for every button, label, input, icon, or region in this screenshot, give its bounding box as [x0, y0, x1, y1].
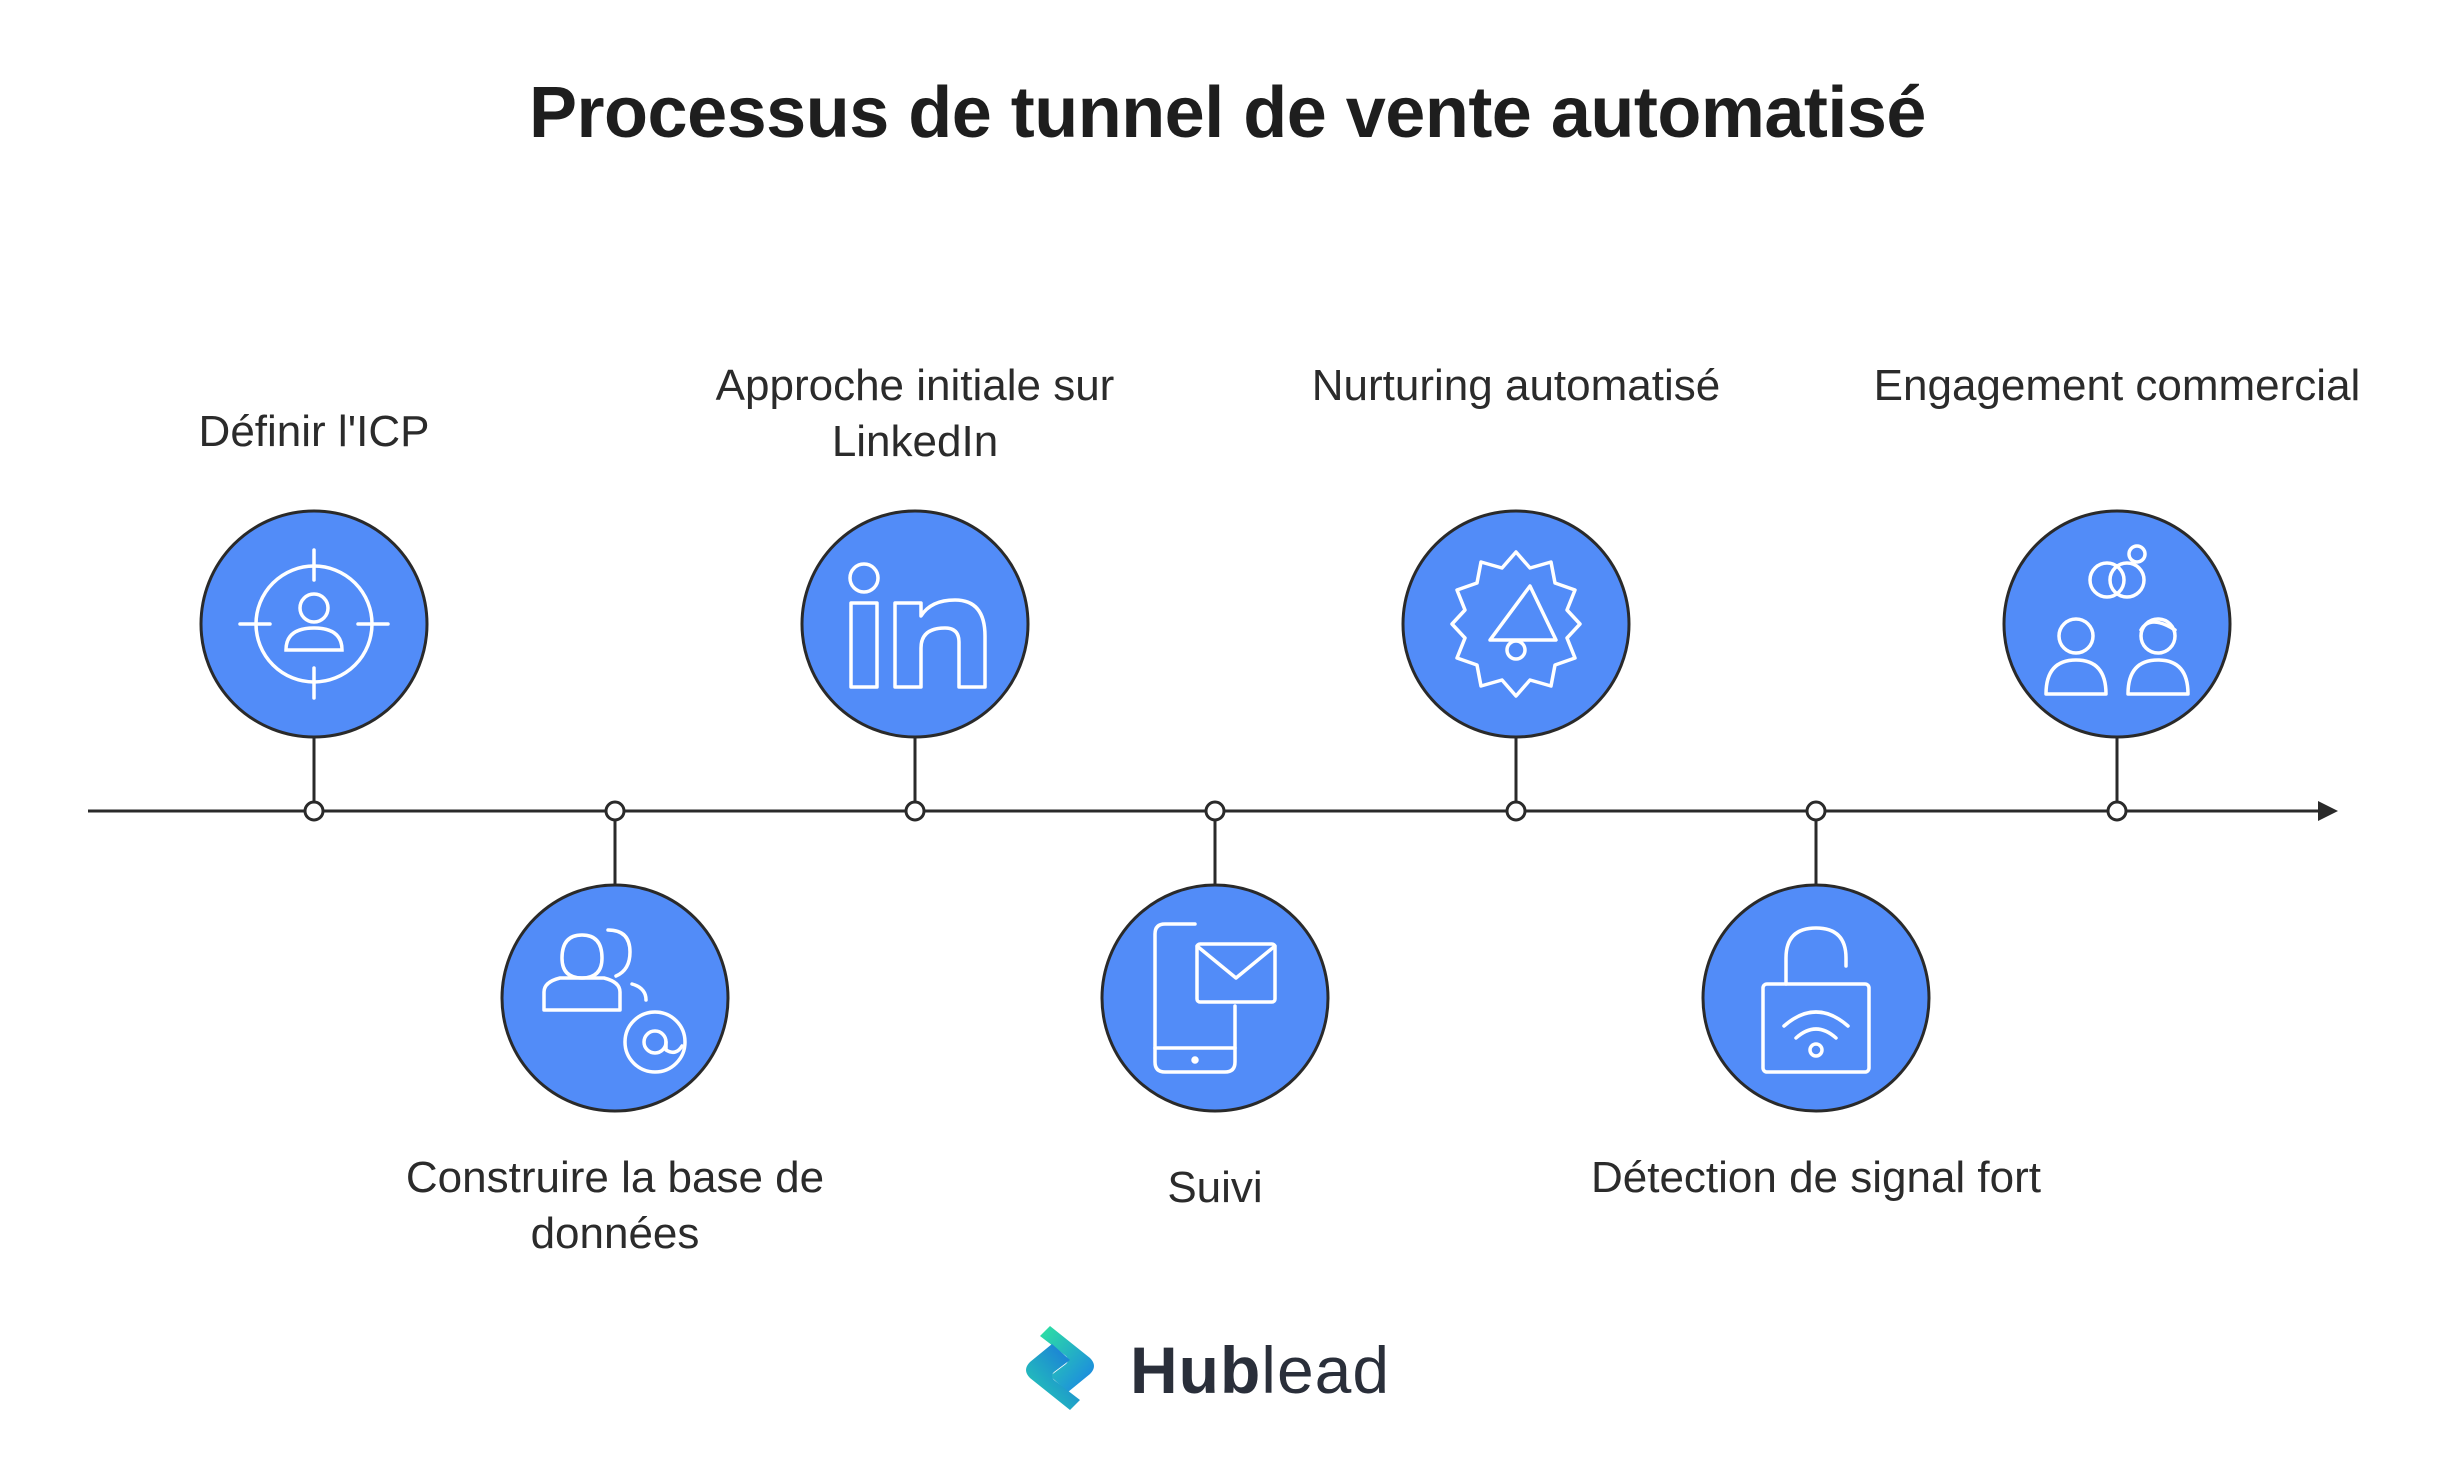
step-circle: [800, 509, 1030, 739]
users-at-icon: [542, 928, 687, 1074]
brand-name-bold: Hub: [1130, 1333, 1262, 1407]
step-5: [1401, 509, 1631, 822]
people-link-icon: [2044, 544, 2190, 696]
step-circle: [199, 509, 429, 739]
phone-mail-icon: [1153, 922, 1277, 1074]
step-4: [1100, 800, 1330, 1113]
step-circle: [1100, 883, 1330, 1113]
target-user-icon: [238, 548, 390, 700]
step-label-7: Engagement commercial: [1873, 361, 2361, 410]
step-circle: [1701, 883, 1931, 1113]
step-6: [1701, 800, 1931, 1113]
timeline-node: [1204, 800, 1226, 822]
step-label-3: Approche initiale sur LinkedIn: [715, 361, 1115, 466]
timeline-node: [1505, 800, 1527, 822]
step-label-6: Détection de signal fort: [1590, 1153, 2042, 1202]
step-label-1: Définir l'ICP: [198, 407, 430, 456]
step-1: [199, 509, 429, 822]
step-circle: [1401, 509, 1631, 739]
step-label-5: Nurturing automatisé: [1311, 361, 1721, 410]
timeline-node: [2106, 800, 2128, 822]
step-7: [2002, 509, 2232, 822]
brand-name: Hublead: [1130, 1332, 1390, 1408]
gear-megaphone-icon: [1450, 550, 1582, 698]
step-2: [500, 800, 730, 1113]
page-title: Processus de tunnel de vente automatisé: [529, 73, 1926, 153]
timeline-node: [604, 800, 626, 822]
timeline-arrowhead: [2318, 801, 2338, 821]
step-circle: [500, 883, 730, 1113]
timeline-node: [1805, 800, 1827, 822]
brand: Hublead: [1010, 1318, 1450, 1418]
lock-signal-icon: [1761, 926, 1871, 1074]
step-label-2: Construire la base de données: [405, 1153, 825, 1258]
timeline-node: [303, 800, 325, 822]
linkedin-icon: [848, 562, 987, 689]
hublead-logo-icon: [1026, 1326, 1094, 1410]
step-3: [800, 509, 1030, 822]
brand-name-light: lead: [1261, 1333, 1391, 1407]
step-circle: [2002, 509, 2232, 739]
step-label-4: Suivi: [1167, 1163, 1263, 1212]
timeline-node: [904, 800, 926, 822]
